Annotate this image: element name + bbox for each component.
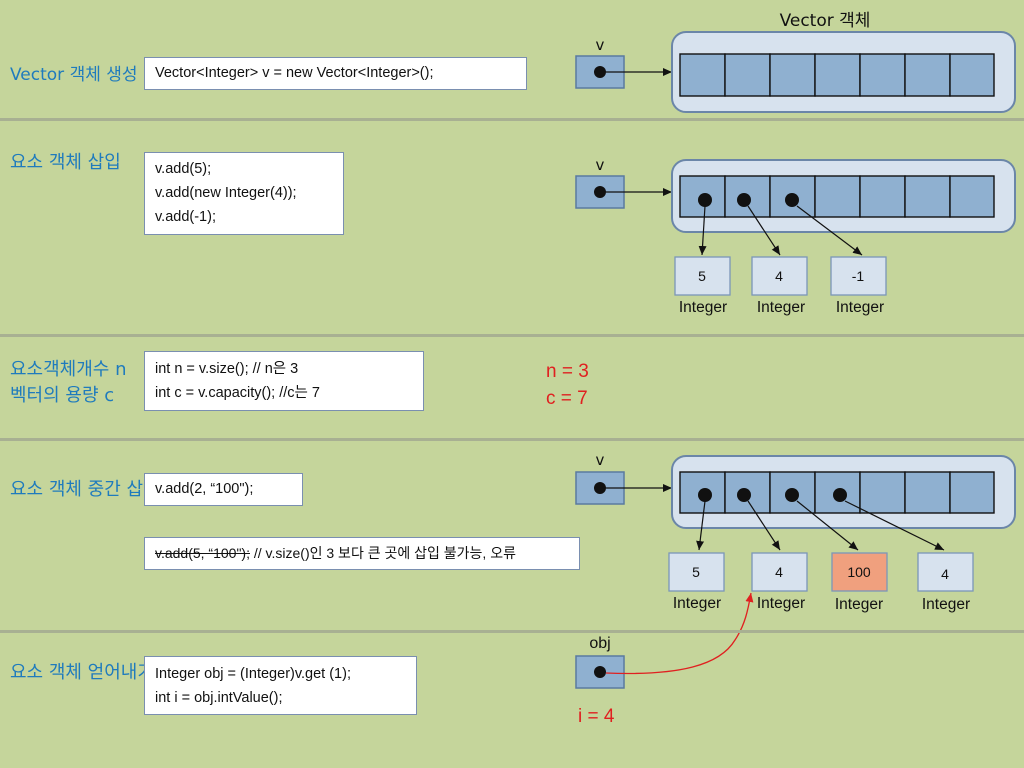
section-title: 벡터의 용량 c bbox=[10, 385, 115, 406]
integer-value: -1 bbox=[852, 268, 865, 284]
ref-dot bbox=[594, 666, 606, 678]
ref-label-v: v bbox=[596, 156, 605, 174]
integer-type-label: Integer bbox=[757, 299, 805, 316]
integer-type-label: Integer bbox=[922, 596, 970, 613]
integer-type-label: Integer bbox=[673, 595, 721, 612]
element-ref-dot bbox=[737, 193, 751, 207]
element-arrow bbox=[696, 500, 706, 551]
code-line: int n = v.size(); // n은 3 bbox=[155, 361, 299, 377]
integer-value: 4 bbox=[775, 564, 783, 580]
element-arrow bbox=[698, 205, 707, 256]
error-comment: // v.size()인 3 보다 큰 곳에 삽입 불가능, 오류 bbox=[249, 545, 516, 561]
section1-diagram: v bbox=[575, 31, 1016, 113]
code-box: v.add(2, “100"); bbox=[144, 473, 303, 506]
section-title: 요소 객체 삽입 bbox=[10, 152, 121, 173]
integer-type-label: Integer bbox=[835, 596, 883, 613]
element-arrow bbox=[796, 205, 863, 256]
ref-dot bbox=[594, 186, 606, 198]
element-arrow bbox=[747, 500, 781, 551]
vector-title: Vector 객체 bbox=[780, 11, 871, 31]
section-title: 요소 객체 중간 삽입 bbox=[10, 479, 160, 500]
section-title: Vector 객체 생성 bbox=[10, 65, 138, 85]
integer-box-inserted bbox=[831, 552, 888, 592]
code-line: int c = v.capacity(); //c는 7 bbox=[155, 385, 320, 401]
integer-value: 5 bbox=[692, 564, 700, 580]
section5-diagram: obj bbox=[575, 592, 754, 689]
section-divider bbox=[0, 630, 1024, 633]
element-arrow bbox=[796, 500, 859, 551]
code-line: Vector<Integer> v = new Vector<Integer>(… bbox=[155, 65, 434, 81]
integer-value: 4 bbox=[941, 566, 949, 582]
section-title: 요소객체개수 n bbox=[10, 359, 127, 380]
code-box: v.add(5); v.add(new Integer(4)); v.add(-… bbox=[144, 152, 344, 235]
element-ref-dot bbox=[698, 193, 712, 207]
element-ref-dot bbox=[785, 193, 799, 207]
ref-dot bbox=[594, 66, 606, 78]
vector-cells bbox=[679, 175, 995, 218]
integer-box bbox=[917, 552, 974, 592]
element-ref-dot bbox=[785, 488, 799, 502]
integer-box bbox=[830, 256, 887, 296]
obj-reference-arrow bbox=[605, 592, 754, 675]
code-line: int i = obj.intValue(); bbox=[155, 690, 283, 706]
code-line: v.add(5); bbox=[155, 161, 212, 177]
integer-box bbox=[751, 552, 808, 592]
integer-box bbox=[674, 256, 731, 296]
section2-diagram: v 5 4 -1 Integer Integer Integer bbox=[575, 156, 1016, 316]
ref-label-obj: obj bbox=[589, 635, 610, 652]
element-ref-dot bbox=[833, 488, 847, 502]
result-c: c = 7 bbox=[546, 388, 588, 409]
section-divider bbox=[0, 118, 1024, 121]
code-box: Integer obj = (Integer)v.get (1); int i … bbox=[144, 656, 417, 715]
integer-value: 5 bbox=[698, 268, 706, 284]
section4-diagram: v 5 4 100 4 Integer Integer Inte bbox=[575, 451, 1016, 613]
element-ref-dot bbox=[698, 488, 712, 502]
integer-value: 100 bbox=[847, 564, 871, 580]
result-n: n = 3 bbox=[546, 361, 589, 382]
code-line: v.add(-1); bbox=[155, 209, 216, 225]
integer-type-label: Integer bbox=[757, 595, 805, 612]
code-box: Vector<Integer> v = new Vector<Integer>(… bbox=[144, 57, 527, 90]
code-box: int n = v.size(); // n은 3 int c = v.capa… bbox=[144, 351, 424, 411]
integer-box bbox=[668, 552, 725, 592]
vector-cells bbox=[679, 53, 995, 97]
ref-label-v: v bbox=[596, 36, 605, 54]
element-ref-dot bbox=[737, 488, 751, 502]
integer-box bbox=[751, 256, 808, 296]
ref-dot bbox=[594, 482, 606, 494]
integer-type-label: Integer bbox=[836, 299, 884, 316]
section-title: 요소 객체 얻어내기 bbox=[10, 662, 154, 683]
section-divider bbox=[0, 334, 1024, 337]
code-box-error: v.add(5, “100"); // v.size()인 3 보다 큰 곳에 … bbox=[144, 537, 580, 570]
code-line: v.add(new Integer(4)); bbox=[155, 185, 297, 201]
element-arrow bbox=[747, 205, 781, 256]
integer-value: 4 bbox=[775, 268, 783, 284]
code-line: v.add(2, “100"); bbox=[155, 481, 254, 497]
result-i: i = 4 bbox=[578, 706, 615, 727]
element-arrow bbox=[844, 500, 945, 551]
code-line: Integer obj = (Integer)v.get (1); bbox=[155, 666, 351, 682]
ref-label-v: v bbox=[596, 451, 605, 469]
integer-type-label: Integer bbox=[679, 299, 727, 316]
struck-code: v.add(5, “100"); bbox=[155, 545, 250, 561]
section-divider bbox=[0, 438, 1024, 441]
